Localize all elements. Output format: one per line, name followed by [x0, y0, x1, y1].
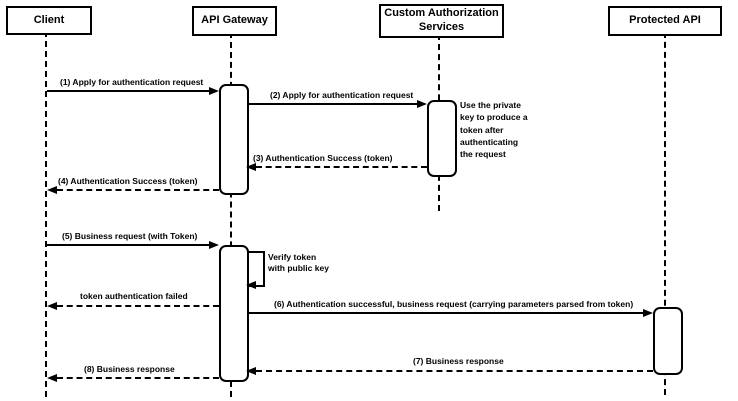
participant-api-gateway: API Gateway	[192, 6, 277, 36]
message-3-label: (3) Authentication Success (token)	[253, 153, 393, 163]
activation-api-gateway-business	[219, 245, 249, 382]
activation-protected-api	[653, 307, 683, 375]
message-4-label: (4) Authentication Success (token)	[58, 176, 198, 186]
message-7-label: (7) Business response	[413, 356, 504, 366]
participant-protected-api: Protected API	[608, 6, 722, 36]
participant-label: Protected API	[629, 14, 701, 27]
message-1-label: (1) Apply for authentication request	[60, 77, 204, 87]
message-6-label: (6) Authentication successful, business …	[274, 299, 634, 309]
message-token-failed-arrowhead	[47, 302, 57, 310]
message-7-arrowhead	[246, 367, 256, 375]
message-5-arrowhead	[209, 241, 219, 249]
message-4-arrowhead	[47, 186, 57, 194]
message-7-line	[256, 370, 653, 372]
participant-label: Client	[33, 13, 65, 26]
note-private-key: Use the private key to produce a token a…	[460, 100, 528, 160]
lifeline-protected-api	[664, 32, 666, 395]
message-2-line	[246, 103, 417, 105]
message-8-line	[57, 377, 219, 379]
self-message-verify-token-arrowhead	[246, 281, 256, 289]
message-1-arrowhead	[209, 87, 219, 95]
message-token-failed-line	[57, 305, 219, 307]
message-4-line	[57, 189, 219, 191]
participant-label: Custom Authorization Services	[384, 7, 499, 33]
message-5-label: (5) Business request (with Token)	[62, 231, 198, 241]
message-3-line	[256, 166, 427, 168]
message-6-line	[246, 312, 643, 314]
lifeline-api-gateway	[230, 32, 232, 397]
self-message-verify-token-label: Verify token with public key	[268, 252, 329, 274]
message-token-failed-label: token authentication failed	[80, 291, 188, 301]
participant-label: API Gateway	[201, 14, 268, 27]
message-5-line	[47, 244, 209, 246]
message-8-label: (8) Business response	[84, 364, 175, 374]
message-2-arrowhead	[417, 100, 427, 108]
message-2-label: (2) Apply for authentication request	[270, 90, 414, 100]
message-1-line	[47, 90, 209, 92]
activation-custom-authorization-services	[427, 100, 457, 177]
message-3-arrowhead	[246, 163, 256, 171]
lifeline-client	[45, 31, 47, 397]
message-6-arrowhead	[643, 309, 653, 317]
participant-client: Client	[6, 6, 92, 35]
participant-custom-authorization-services: Custom Authorization Services	[379, 4, 504, 38]
activation-api-gateway-auth	[219, 84, 249, 195]
message-8-arrowhead	[47, 374, 57, 382]
